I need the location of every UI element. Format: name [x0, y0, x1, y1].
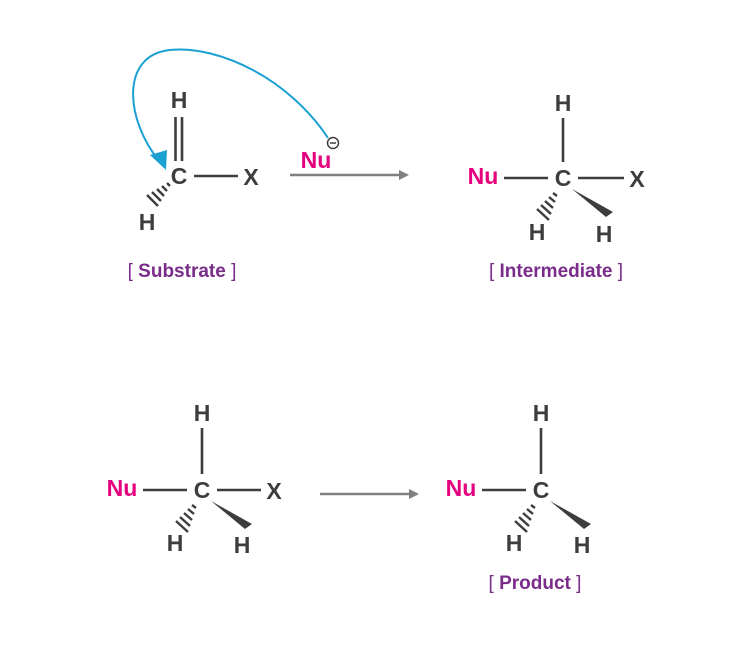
wedge-bond	[211, 501, 252, 529]
atom-c: C	[555, 165, 572, 191]
atom-h: H	[506, 530, 523, 556]
atom-h: H	[139, 209, 156, 235]
hashed-bond	[536, 192, 558, 221]
nucleophile: Nu	[468, 163, 499, 189]
curved-arrow	[132, 48, 329, 163]
product-label: [ Product ]	[489, 573, 582, 594]
nucleophile: Nu	[301, 147, 332, 173]
atom-c: C	[171, 163, 188, 189]
curved-arrow-head	[150, 150, 167, 170]
substrate-molecule: H C X H Nu	[132, 48, 340, 235]
product-molecule: H Nu C H H	[446, 400, 591, 558]
nucleophile: Nu	[107, 475, 138, 501]
intermediate-molecule-2: H Nu C X H H	[107, 400, 283, 558]
wedge-bond	[550, 501, 591, 529]
atom-h: H	[555, 90, 572, 116]
atom-h: H	[596, 221, 613, 247]
wedge-bond	[572, 189, 613, 217]
atom-h: H	[234, 532, 251, 558]
atom-x: X	[266, 478, 282, 504]
atom-h: H	[194, 400, 211, 426]
hashed-bond	[175, 504, 197, 533]
atom-h: H	[533, 400, 550, 426]
atom-x: X	[629, 166, 645, 192]
atom-h: H	[529, 219, 546, 245]
intermediate-label: [ Intermediate ]	[489, 261, 623, 282]
atom-h: H	[167, 530, 184, 556]
substrate-label: [ Substrate ]	[128, 261, 237, 282]
hashed-bond	[146, 182, 171, 207]
nucleophile: Nu	[446, 475, 477, 501]
negative-charge-icon	[326, 136, 340, 150]
hashed-bond	[514, 504, 536, 533]
atom-c: C	[533, 477, 550, 503]
atom-c: C	[194, 477, 211, 503]
atom-x: X	[243, 164, 259, 190]
atom-h: H	[574, 532, 591, 558]
intermediate-molecule: H Nu C X H H	[468, 90, 646, 247]
atom-h: H	[171, 87, 188, 113]
